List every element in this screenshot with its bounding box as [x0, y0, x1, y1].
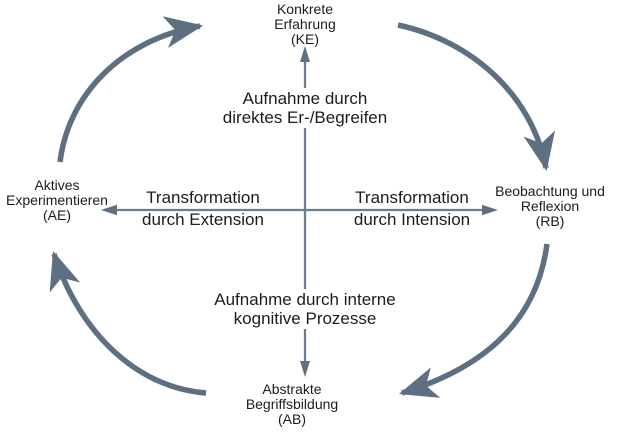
axis-bottom-line1: Aufnahme durch interne: [214, 290, 396, 309]
node-ae-line1: Aktives: [34, 177, 80, 193]
arrow-ab-to-ae: [49, 250, 207, 396]
axis-top-line1: Aufnahme durch: [242, 89, 368, 108]
axis-top-line2: direktes Er-/Begreifen: [222, 108, 388, 127]
node-ae-line2: Experimentieren: [6, 192, 108, 208]
axis-label-left: Transformation durch Extension: [118, 187, 288, 231]
vertical-axis-down-arrowhead-icon: [300, 361, 310, 377]
node-ke-line1: Konkrete: [276, 1, 334, 17]
arrow-ae-to-ke: [57, 16, 204, 163]
node-rb-line1: Beobachtung und: [495, 183, 605, 199]
node-abstrakte-begriffsbildung: Abstrakte Begriffsbildung (AB): [227, 382, 357, 427]
axis-right-line2: durch Intension: [353, 210, 471, 229]
horizontal-axis-left-arrowhead-icon: [101, 204, 117, 216]
axis-left-line1: Transformation: [146, 188, 260, 207]
axis-right-line1: Transformation: [355, 188, 469, 207]
vertical-axis-up-arrowhead-icon: [300, 46, 310, 62]
node-ke-abbr: (KE): [291, 31, 319, 47]
axis-left-line2: durch Extension: [142, 210, 264, 229]
node-ab-abbr: (AB): [278, 411, 306, 427]
node-rb-abbr: (RB): [535, 213, 565, 229]
node-ab-line2: Begriffsbildung: [245, 396, 339, 412]
node-rb-line2: Reflexion: [520, 198, 580, 214]
axis-label-bottom: Aufnahme durch interne kognitive Prozess…: [192, 289, 418, 329]
node-beobachtung-reflexion: Beobachtung und Reflexion (RB): [474, 184, 626, 229]
node-ab-line1: Abstrakte: [262, 381, 322, 397]
axis-bottom-line2: kognitive Prozesse: [233, 309, 377, 328]
node-ke-line2: Erfahrung: [274, 16, 336, 32]
node-aktives-experimentieren: Aktives Experimentieren (AE): [0, 178, 114, 223]
horizontal-axis-right-arrowhead-icon: [482, 204, 498, 216]
axis-label-right: Transformation durch Intension: [327, 187, 497, 231]
arrow-rb-to-ab: [398, 243, 550, 398]
node-ae-abbr: (AE): [43, 207, 71, 223]
node-konkrete-erfahrung: Konkrete Erfahrung (KE): [243, 2, 367, 47]
arrow-ke-to-rb: [397, 22, 556, 172]
axis-label-top: Aufnahme durch direktes Er-/Begreifen: [200, 88, 410, 128]
